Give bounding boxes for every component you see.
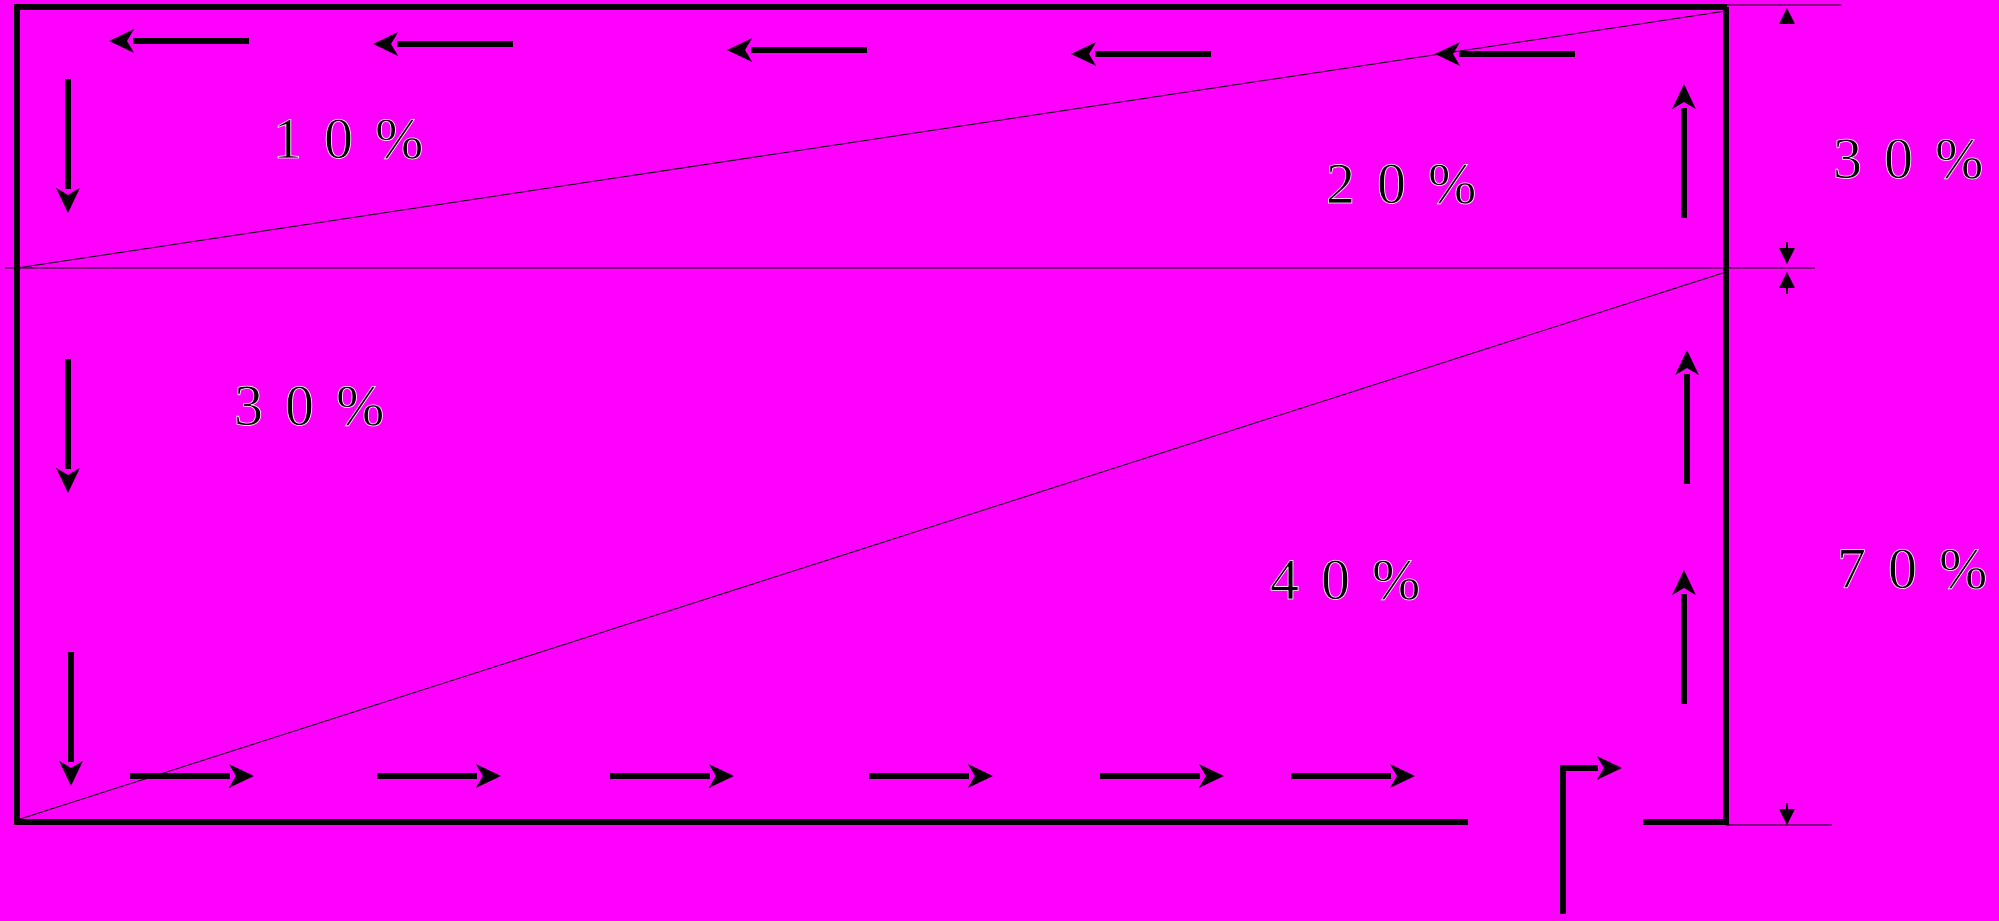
flow-arrows — [56, 29, 1699, 788]
dimension-label-upper: 30% — [1833, 126, 1999, 191]
inlet-pipe — [1560, 756, 1622, 914]
box-frame — [14, 4, 1729, 825]
dimension-label-lower: 70% — [1837, 536, 1999, 601]
region-label-upper-left: 10% — [273, 106, 445, 171]
region-label-upper-right: 20% — [1326, 151, 1498, 216]
region-label-lower-right: 40% — [1270, 547, 1442, 612]
region-label-lower-left: 30% — [234, 373, 406, 438]
lower-diagonal — [16, 271, 1727, 821]
